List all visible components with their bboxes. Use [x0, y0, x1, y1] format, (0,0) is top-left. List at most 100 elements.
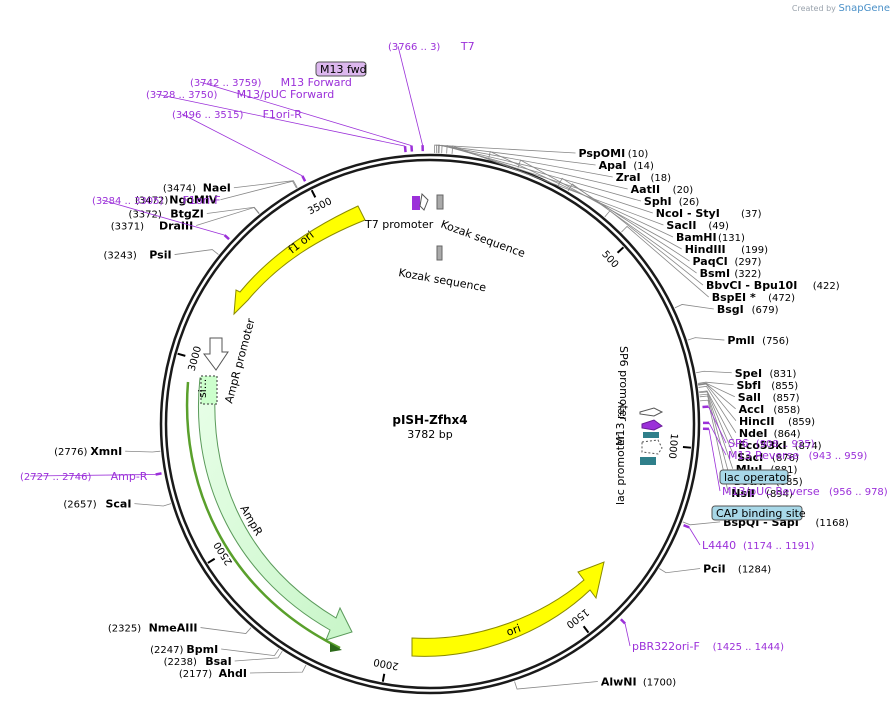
- lac-operator-glyph[interactable]: [643, 432, 659, 438]
- f1-ori-feature[interactable]: [233, 205, 366, 316]
- ori-label: ori: [505, 622, 523, 639]
- primer-leader-line: [29, 474, 156, 477]
- primer-mark[interactable]: [301, 175, 307, 182]
- restriction-site-name[interactable]: ApaI: [599, 159, 627, 172]
- restriction-site-name[interactable]: NmeAIII: [149, 622, 198, 635]
- restriction-site-name[interactable]: PmlI: [727, 334, 754, 347]
- restriction-site-name[interactable]: AlwNI: [601, 675, 637, 688]
- restriction-site-name[interactable]: XmnI: [90, 445, 122, 458]
- restriction-sites-layer: PspOMI(10)ApaI(14)ZraI(18)AatII(20)SphI(…: [54, 144, 849, 690]
- restriction-site-position: (1700): [643, 677, 676, 688]
- cap-site-glyph[interactable]: [640, 457, 656, 465]
- m13-fwd-text: M13 fwd: [320, 63, 367, 76]
- restriction-site-name[interactable]: NdeI: [739, 427, 768, 440]
- lac-operator-box[interactable]: lac operator: [719, 469, 791, 485]
- restriction-site-position: (2247): [150, 645, 183, 656]
- restriction-site-name[interactable]: BtgZI: [170, 207, 204, 220]
- cap-binding-text: CAP binding site: [716, 507, 806, 520]
- site-leader-line: [567, 183, 697, 274]
- restriction-site-name[interactable]: AhdI: [219, 667, 247, 680]
- restriction-site-name[interactable]: BsmI: [700, 267, 731, 280]
- restriction-site-name[interactable]: PsiI: [149, 249, 171, 262]
- primer-name: F1ori-F: [183, 194, 221, 207]
- restriction-site-position: (3243): [104, 251, 137, 262]
- restriction-site-name[interactable]: NgoMIV: [169, 194, 218, 207]
- primer-leader-line: [688, 527, 701, 546]
- lac-promoter-label: lac promoter: [614, 434, 627, 505]
- primer-leader-line: [708, 406, 727, 444]
- primer-name: M13 Forward: [281, 76, 352, 89]
- primer-leader-line: [624, 623, 631, 647]
- restriction-site-name[interactable]: ScaI: [105, 498, 131, 511]
- restriction-site-name[interactable]: ZraI: [616, 171, 641, 184]
- restriction-site-position: (3372): [129, 209, 162, 220]
- primer-name: T7: [460, 40, 475, 53]
- sp6-glyph[interactable]: [641, 419, 663, 431]
- restriction-site-name[interactable]: BbvCI - Bpu10I: [706, 279, 797, 292]
- primer-leader-line: [181, 113, 303, 177]
- primer-mark[interactable]: [619, 618, 626, 625]
- signal-sequence-box: [200, 375, 218, 405]
- plasmid-length: 3782 bp: [407, 428, 452, 441]
- restriction-site-name[interactable]: PspOMI: [579, 147, 626, 160]
- restriction-site-name[interactable]: BsgI: [717, 303, 744, 316]
- site-leader-line: [438, 144, 628, 190]
- restriction-site-position: (18): [651, 173, 672, 184]
- restriction-site-name[interactable]: SacII: [666, 219, 696, 232]
- restriction-site-position: (422): [813, 281, 840, 292]
- restriction-site-name[interactable]: SphI: [644, 195, 672, 208]
- site-leader-line: [441, 144, 642, 202]
- site-leader-line: [488, 151, 674, 238]
- site-leader-line: [434, 144, 576, 154]
- restriction-site-name[interactable]: SalI: [738, 391, 761, 404]
- primer-leader-line: [708, 428, 721, 492]
- primer-mark[interactable]: [683, 524, 690, 529]
- primer-position: (1174 .. 1191): [743, 541, 815, 552]
- restriction-site-name[interactable]: PciI: [703, 562, 725, 575]
- lac-promoter-glyph[interactable]: [641, 439, 663, 455]
- restriction-site-name[interactable]: NaeI: [203, 182, 231, 195]
- restriction-site-name[interactable]: DraIII: [159, 219, 193, 232]
- primer-position: (3742 .. 3759): [190, 78, 262, 89]
- kozak-glyph-2[interactable]: [436, 245, 443, 261]
- t7-promoter-glyph[interactable]: [412, 196, 420, 210]
- site-leader-line: [206, 206, 260, 214]
- restriction-site-name[interactable]: SbfI: [736, 379, 761, 392]
- restriction-site-name[interactable]: HindIII: [685, 243, 726, 256]
- primer-mark[interactable]: [223, 234, 230, 241]
- site-leader-line: [687, 337, 725, 341]
- primer-mark[interactable]: [155, 472, 162, 476]
- site-leader-line: [249, 664, 307, 674]
- restriction-site-name[interactable]: BsaI: [205, 655, 231, 668]
- amp-r-primer-arrowhead: [330, 643, 342, 652]
- restriction-site-name[interactable]: NsiI: [731, 487, 755, 500]
- cap-binding-box[interactable]: CAP binding site: [711, 505, 806, 521]
- restriction-site-name[interactable]: Eco53kI: [738, 439, 786, 452]
- restriction-site-name[interactable]: BpmI: [186, 643, 218, 656]
- restriction-site-position: (14): [633, 161, 654, 172]
- brand-mark: Created by SnapGene: [792, 3, 890, 14]
- restriction-site-name[interactable]: AccI: [739, 403, 765, 416]
- ampr-promoter-feature[interactable]: [203, 337, 229, 371]
- ori-feature[interactable]: [411, 561, 605, 657]
- kozak-glyph-1[interactable]: [436, 194, 444, 210]
- restriction-site-name[interactable]: BamHI: [676, 231, 717, 244]
- ampr-feature[interactable]: [197, 377, 353, 641]
- restriction-site-name[interactable]: PaqCI: [693, 255, 728, 268]
- primer-mark[interactable]: [403, 146, 407, 153]
- restriction-site-name[interactable]: SacI: [737, 451, 763, 464]
- site-leader-line: [699, 395, 732, 481]
- restriction-site-position: (26): [679, 197, 700, 208]
- restriction-site-name[interactable]: BspEI *: [712, 291, 756, 304]
- m13-fwd-box[interactable]: M13 fwd: [315, 61, 367, 77]
- restriction-site-name[interactable]: NcoI - StyI: [656, 207, 720, 220]
- primer-leader-line: [397, 45, 423, 146]
- primer-name: M13/pUC Reverse: [722, 485, 820, 498]
- tick-label: 3500: [306, 196, 334, 217]
- restriction-site-name[interactable]: SpeI: [735, 367, 762, 380]
- restriction-site-position: (679): [752, 305, 779, 316]
- restriction-site-name[interactable]: HincII: [739, 415, 775, 428]
- primer-name: pBR322ori-F: [632, 640, 700, 653]
- m13-rev-glyph[interactable]: [639, 407, 664, 417]
- restriction-site-name[interactable]: AatII: [631, 183, 660, 196]
